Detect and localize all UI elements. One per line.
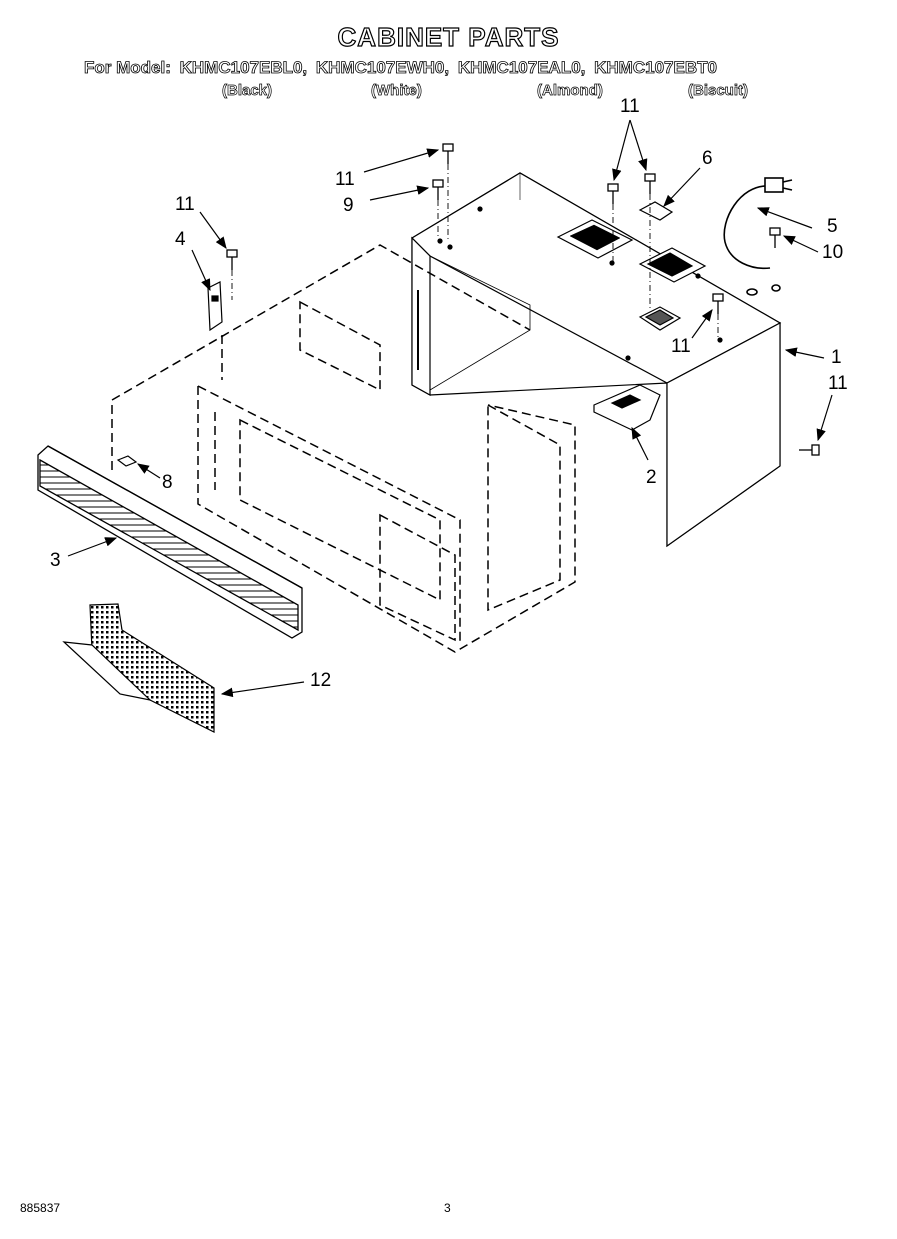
leader-lines — [67, 119, 833, 698]
mounting-bracket — [593, 384, 661, 431]
color-black: (Black) — [222, 82, 273, 100]
color-white: (White) — [371, 82, 423, 100]
screw-icon — [432, 179, 444, 200]
outer-cabinet-wrapper — [411, 172, 782, 548]
callout-10: 10 — [822, 242, 843, 263]
callout-11: 11 — [175, 194, 195, 215]
screw-icon — [442, 143, 454, 164]
document-number: 885837 — [20, 1201, 61, 1215]
callout-8: 8 — [162, 472, 173, 493]
callout-6: 6 — [702, 148, 713, 169]
color-biscuit: (Biscuit) — [688, 82, 749, 100]
screw-icon — [769, 227, 781, 248]
callout-4: 4 — [175, 229, 186, 250]
screw-icon — [712, 293, 724, 314]
model-3: KHMC107EAL0, — [457, 58, 586, 78]
callout-3: 3 — [50, 550, 61, 571]
color-almond: (Almond) — [537, 82, 604, 100]
power-cord — [723, 177, 793, 296]
callout-9: 9 — [343, 195, 354, 216]
screw-icon — [644, 173, 656, 194]
model-2: KHMC107EWH0, — [315, 58, 450, 78]
model-prefix: For Model: — [84, 58, 172, 78]
screws — [226, 143, 820, 456]
page-title: CABINET PARTS — [337, 21, 560, 52]
screw-icon — [226, 249, 238, 270]
callout-11: 11 — [671, 336, 691, 357]
callout-11: 11 — [335, 169, 355, 190]
model-4: KHMC107EBT0 — [594, 58, 718, 78]
model-1: KHMC107EBL0, — [179, 58, 308, 78]
front-vent-grille — [37, 445, 303, 639]
screw-guide-lines — [231, 164, 719, 340]
screw-icon — [799, 444, 820, 456]
callout-11: 11 — [828, 373, 848, 394]
callout-12: 12 — [310, 670, 331, 691]
callout-2: 2 — [646, 467, 657, 488]
callout-11: 11 — [620, 96, 640, 117]
callout-5: 5 — [827, 216, 838, 237]
ground-plate — [638, 201, 674, 221]
cavity-frame — [111, 244, 576, 653]
model-list: For Model: KHMC107EBL0, KHMC107EWH0, KHM… — [84, 58, 721, 78]
clip-part — [116, 455, 138, 467]
perforated-grille-panel — [62, 603, 215, 733]
callout-1: 1 — [831, 347, 842, 368]
page-number: 3 — [444, 1201, 451, 1215]
screw-icon — [607, 183, 619, 204]
hinge-bracket — [207, 281, 223, 332]
